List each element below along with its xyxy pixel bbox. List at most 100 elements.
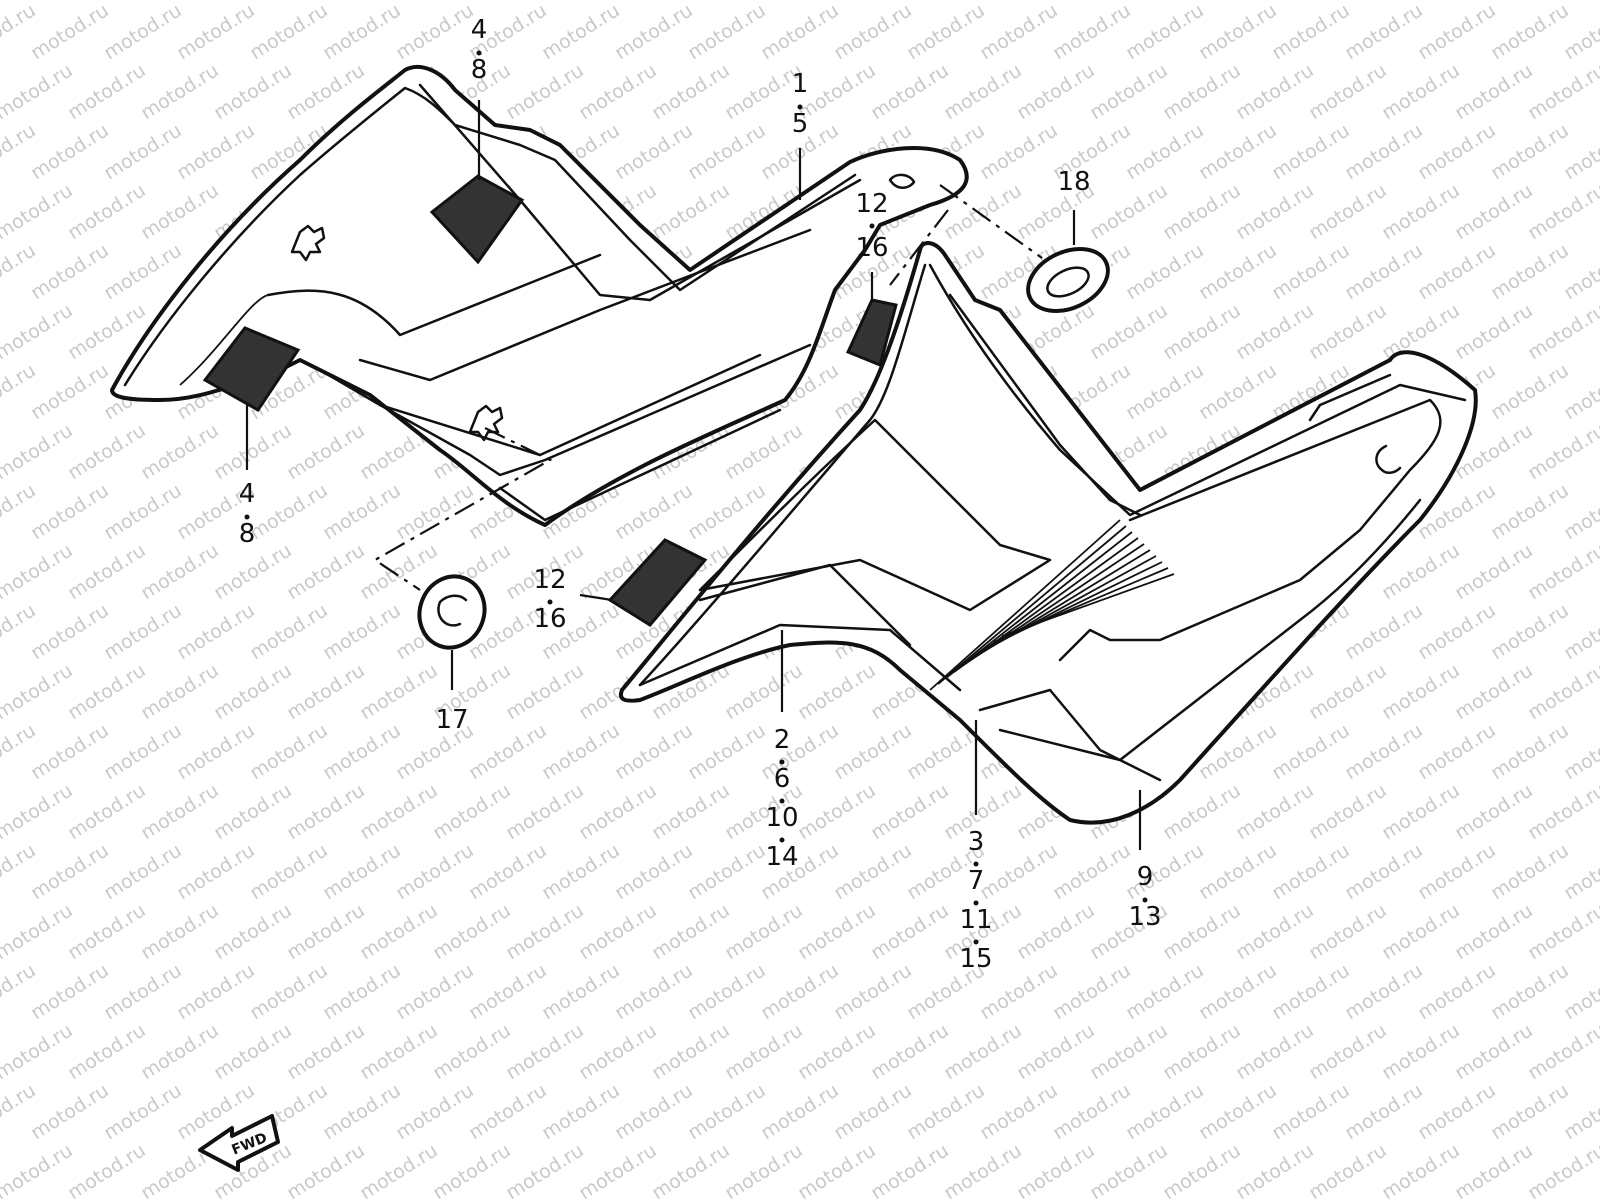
watermark-text: motod.ru	[830, 959, 916, 1024]
callout-18: 18	[1057, 167, 1090, 197]
watermark-text: motod.ru	[100, 0, 186, 64]
watermark-text: motod.ru	[319, 1079, 405, 1144]
watermark-text: motod.ru	[1414, 1079, 1500, 1144]
watermark-text: motod.ru	[429, 1139, 515, 1200]
watermark-text: motod.ru	[1487, 359, 1573, 424]
watermark-text: motod.ru	[1341, 119, 1427, 184]
watermark-text: motod.ru	[1524, 1019, 1600, 1084]
watermark-text: motod.ru	[283, 419, 369, 484]
watermark-text: motod.ru	[867, 1019, 953, 1084]
watermark-text: motod.ru	[173, 119, 259, 184]
watermark-text: motod.ru	[648, 899, 734, 964]
callout-4-8-bottom: 4 8	[239, 479, 256, 549]
watermark-text: motod.ru	[392, 839, 478, 904]
watermark-text: motod.ru	[611, 959, 697, 1024]
watermark-text: motod.ru	[0, 659, 77, 724]
watermark-text: motod.ru	[1524, 899, 1600, 964]
watermark-text: motod.ru	[1451, 1139, 1537, 1200]
watermark-text: motod.ru	[1414, 719, 1500, 784]
watermark-text: motod.ru	[1524, 1139, 1600, 1200]
watermark-text: motod.ru	[0, 1139, 77, 1200]
watermark-text: motod.ru	[246, 599, 332, 664]
watermark-text: motod.ru	[611, 0, 697, 64]
watermark-text: motod.ru	[1086, 1139, 1172, 1200]
watermark-text: motod.ru	[210, 0, 296, 4]
watermark-text: motod.ru	[319, 719, 405, 784]
watermark-text: motod.ru	[1195, 839, 1281, 904]
watermark-text: motod.ru	[1086, 59, 1172, 124]
watermark-text: motod.ru	[940, 0, 1026, 4]
watermark-text: motod.ru	[1268, 239, 1354, 304]
watermark-text: motod.ru	[100, 959, 186, 1024]
watermark-text: motod.ru	[64, 59, 150, 124]
watermark-text: motod.ru	[392, 959, 478, 1024]
grommet-17	[417, 574, 487, 650]
watermark-text: motod.ru	[575, 0, 661, 4]
watermark-text: motod.ru	[100, 119, 186, 184]
watermark-text: motod.ru	[1049, 0, 1135, 64]
pad-top-4-8	[429, 174, 525, 265]
watermark-text: motod.ru	[100, 479, 186, 544]
watermark-text: motod.ru	[1086, 1019, 1172, 1084]
watermark-text: motod.ru	[465, 839, 551, 904]
watermark-text: motod.ru	[1487, 599, 1573, 664]
watermark-text: motod.ru	[575, 59, 661, 124]
watermark-text: motod.ru	[0, 299, 77, 364]
watermark-text: motod.ru	[27, 599, 113, 664]
watermark-text: motod.ru	[1013, 899, 1099, 964]
watermark-text: motod.ru	[137, 899, 223, 964]
watermark-text: motod.ru	[538, 839, 624, 904]
watermark-text: motod.ru	[684, 959, 770, 1024]
watermark-text: motod.ru	[1232, 299, 1318, 364]
watermark-text: motod.ru	[319, 599, 405, 664]
watermark-text: motod.ru	[283, 659, 369, 724]
callout-9-13: 9 13	[1128, 862, 1161, 932]
watermark-text: motod.ru	[210, 539, 296, 604]
label-16-lower: 16	[533, 604, 566, 634]
watermark-text: motod.ru	[1232, 0, 1318, 4]
leader-lines	[245, 100, 1142, 850]
watermark-text: motod.ru	[794, 1139, 880, 1200]
watermark-text: motod.ru	[611, 839, 697, 904]
watermark-text: motod.ru	[1268, 839, 1354, 904]
label-12-upper: 12	[855, 189, 888, 219]
watermark-text: motod.ru	[210, 1019, 296, 1084]
watermark-text: motod.ru	[684, 119, 770, 184]
watermark-text: motod.ru	[137, 179, 223, 244]
watermark-text: motod.ru	[319, 0, 405, 64]
watermark-text: motod.ru	[246, 479, 332, 544]
watermark-text: motod.ru	[1305, 1019, 1391, 1084]
watermark-text: motod.ru	[1451, 899, 1537, 964]
label-16-upper: 16	[855, 233, 888, 263]
watermark-text: motod.ru	[137, 0, 223, 4]
watermark-text: motod.ru	[648, 179, 734, 244]
watermark-text: motod.ru	[210, 419, 296, 484]
watermark-text: motod.ru	[684, 719, 770, 784]
watermark-text: motod.ru	[1122, 239, 1208, 304]
watermark-text: motod.ru	[283, 539, 369, 604]
watermark-text: motod.ru	[1122, 959, 1208, 1024]
watermark-text: motod.ru	[867, 1139, 953, 1200]
watermark-text: motod.ru	[1378, 659, 1464, 724]
watermark-text: motod.ru	[64, 899, 150, 964]
watermark-text: motod.ru	[538, 719, 624, 784]
watermark-text: motod.ru	[465, 719, 551, 784]
watermark-text: motod.ru	[1122, 119, 1208, 184]
watermark-text: motod.ru	[1451, 659, 1537, 724]
watermark-text: motod.ru	[1195, 239, 1281, 304]
watermark-text: motod.ru	[940, 59, 1026, 124]
watermark-text: motod.ru	[1524, 59, 1600, 124]
watermark-text: motod.ru	[611, 719, 697, 784]
watermark-text: motod.ru	[246, 0, 332, 64]
watermark-text: motod.ru	[1159, 179, 1245, 244]
watermark-text: motod.ru	[1305, 899, 1391, 964]
watermark-text: motod.ru	[575, 899, 661, 964]
watermark-text: motod.ru	[1232, 1019, 1318, 1084]
watermark-text: motod.ru	[721, 1019, 807, 1084]
watermark-text: motod.ru	[1378, 1139, 1464, 1200]
watermark-text: motod.ru	[356, 1139, 442, 1200]
label-7: 7	[968, 866, 985, 896]
watermark-text: motod.ru	[1451, 299, 1537, 364]
callout-2-6-10-14: 2 6 10 14	[765, 725, 798, 872]
label-1: 1	[792, 69, 809, 99]
